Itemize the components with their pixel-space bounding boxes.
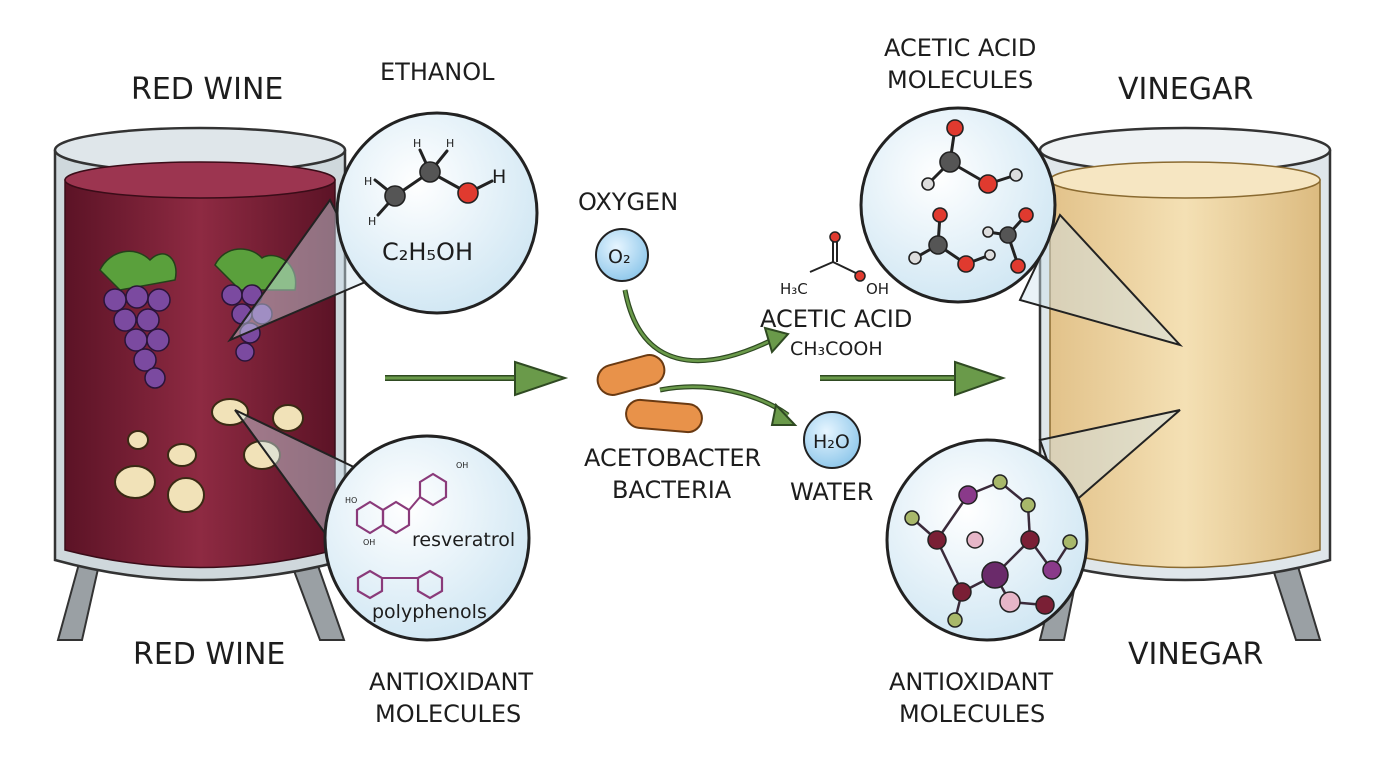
water-molecule-icon: H₂O	[803, 411, 861, 469]
bacteria-icon	[596, 354, 703, 434]
acetic-acid-label: ACETIC ACID	[760, 305, 912, 333]
antioxidant-bubble-right	[885, 438, 1089, 642]
ethanol-label: ETHANOL	[380, 58, 495, 86]
acetic-acid-structure: H₃C OH	[780, 231, 889, 298]
acetobacter-label: ACETOBACTER	[584, 444, 761, 472]
oxygen-molecule-icon: O₂	[595, 228, 649, 282]
hydrogen-label: H	[368, 215, 376, 228]
water-formula: H₂O	[813, 431, 850, 453]
red-wine-tank	[53, 126, 347, 641]
acetic-acid-molecules-label: ACETIC ACID	[884, 34, 1036, 62]
hydroxyl-label: OH	[456, 461, 468, 470]
water-label: WATER	[790, 478, 873, 506]
hydroxyl-label: HO	[345, 496, 357, 505]
hydroxyl-label: OH	[363, 538, 375, 547]
acetic-acid-formula: CH₃COOH	[790, 338, 883, 360]
process-arrow-left	[385, 360, 569, 397]
antioxidant-label-right: ANTIOXIDANT	[889, 668, 1053, 696]
ethanol-bubble: H H H H H C₂H₅OH	[335, 111, 539, 315]
oxygen-label: OXYGEN	[578, 188, 678, 216]
oxygen-formula: O₂	[608, 246, 631, 268]
hydroxyl-label: OH	[866, 280, 889, 298]
ethanol-formula: C₂H₅OH	[382, 238, 473, 266]
bacteria-label: BACTERIA	[612, 476, 732, 504]
hydrogen-label: H	[364, 175, 372, 188]
hydrogen-label: H	[413, 137, 421, 150]
vinegar-title: VINEGAR	[1118, 72, 1253, 107]
antioxidant-label-right-2: MOLECULES	[899, 700, 1045, 728]
red-wine-caption: RED WINE	[133, 637, 285, 672]
yeast-cells	[114, 398, 304, 513]
hydrogen-label: H	[446, 137, 454, 150]
antioxidant-label-left-2: MOLECULES	[375, 700, 521, 728]
methyl-label: H₃C	[780, 280, 808, 298]
vinegar-caption: VINEGAR	[1128, 637, 1263, 672]
grape-cluster-icon	[99, 250, 177, 389]
resveratrol-label: resveratrol	[412, 529, 515, 551]
antioxidant-label-left: ANTIOXIDANT	[369, 668, 533, 696]
hydrogen-label: H	[492, 166, 506, 188]
antioxidant-bubble-left: HO OH OH resveratrol polyphenols	[323, 434, 531, 642]
acetic-acid-molecules-label-2: MOLECULES	[887, 66, 1033, 94]
polyphenols-label: polyphenols	[372, 601, 487, 623]
process-arrow-right	[820, 360, 1007, 397]
acetic-acid-bubble	[859, 106, 1057, 304]
red-wine-title: RED WINE	[131, 72, 283, 107]
grape-cluster-icon	[214, 248, 297, 362]
